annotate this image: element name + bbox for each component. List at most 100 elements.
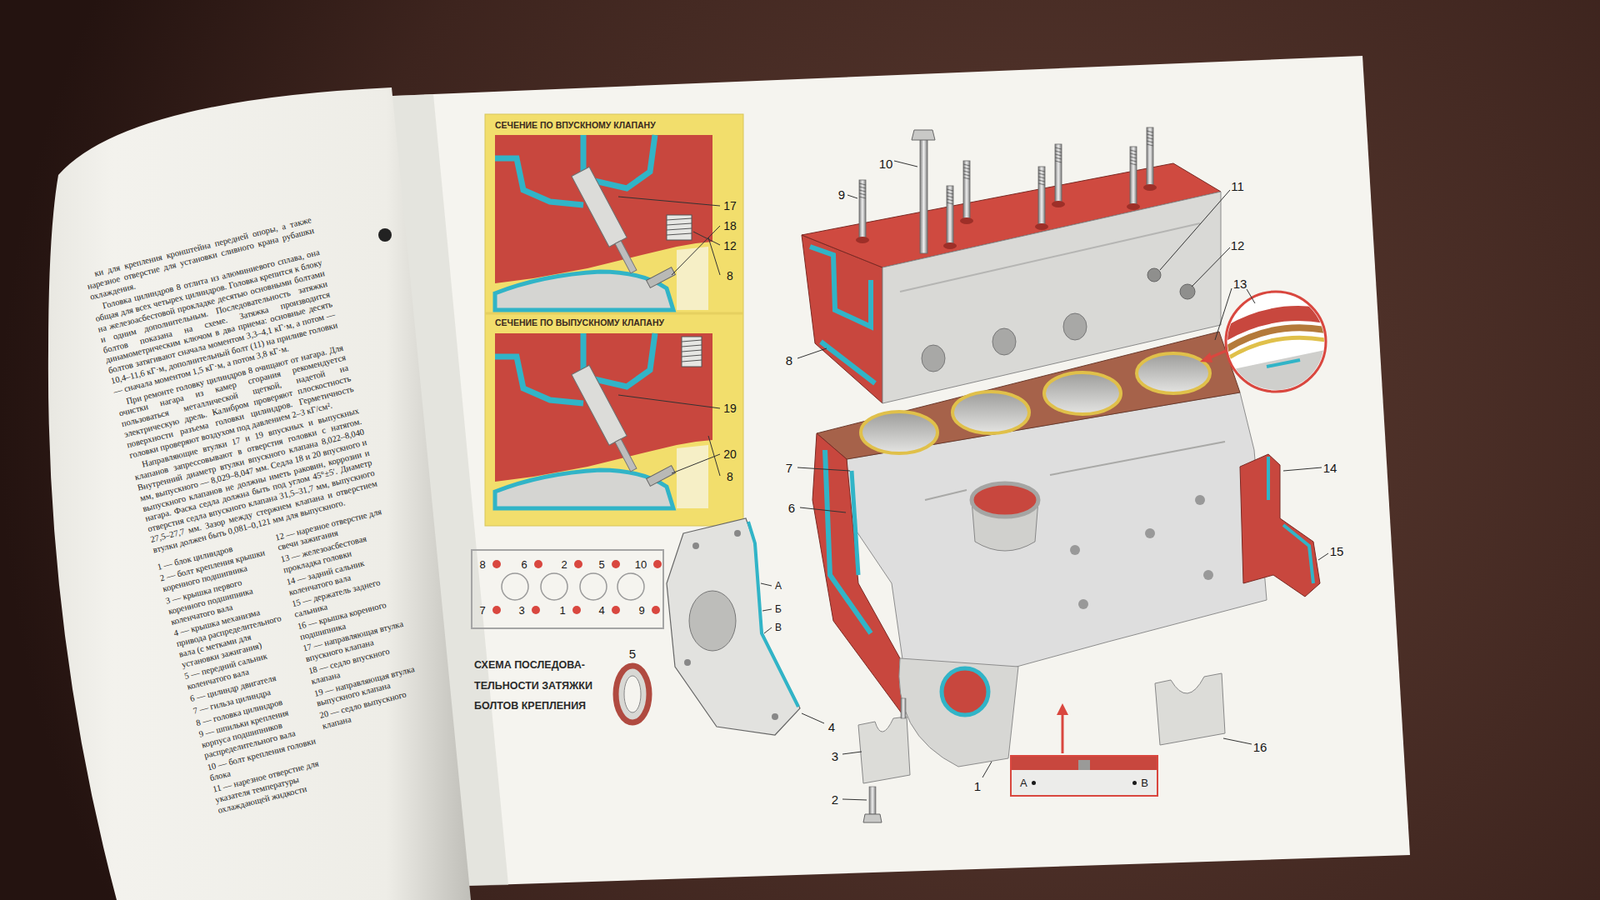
leader-lines <box>797 467 850 471</box>
exhaust-valve-section <box>571 365 643 475</box>
exhaust-valve-section <box>495 333 713 509</box>
tightening-scheme <box>471 550 664 629</box>
leader-lines <box>618 160 1329 800</box>
scheme-caption: СХЕМА ПОСЛЕДОВА- <box>474 660 585 671</box>
callout-number: 7 <box>785 461 793 475</box>
cylinder-head <box>882 191 1221 404</box>
main-bearing-cap <box>900 698 906 719</box>
sequence-number: 2 <box>560 559 567 570</box>
inset-letter: В <box>1140 777 1149 790</box>
exhaust-valve-section <box>646 465 676 487</box>
cylinder-head <box>1147 268 1161 282</box>
leader-lines <box>693 231 720 245</box>
cylinder-head <box>810 246 875 384</box>
callout-number: 2 <box>831 793 839 806</box>
inset-dot <box>1031 780 1036 785</box>
gasket-detail <box>1266 360 1300 367</box>
leader-lines <box>1283 467 1322 471</box>
cylinder-block <box>1044 372 1121 415</box>
leader-lines <box>1215 288 1232 340</box>
leader-lines <box>671 225 720 275</box>
callout-number: 11 <box>1230 180 1245 193</box>
leader-lines <box>982 761 992 778</box>
inset-arrow <box>1061 713 1065 754</box>
cylinder-block <box>812 433 905 717</box>
section-inset-panel <box>485 114 744 526</box>
callout-number: 17 <box>723 200 737 212</box>
section-panel: СЕЧЕНИЕ ПО ВПУСКНОМУ КЛАПАНУ <box>490 117 720 311</box>
leader-lines <box>764 627 772 634</box>
gasket-detail <box>1225 348 1334 392</box>
leader-lines <box>1223 738 1252 745</box>
cylinder-block <box>1136 353 1210 394</box>
timing-cover <box>689 590 736 651</box>
tightening-scheme <box>471 550 664 629</box>
leader-lines <box>801 713 825 724</box>
binder-hole <box>378 228 392 242</box>
sequence-number: 4 <box>598 605 605 616</box>
leader-lines <box>671 454 720 474</box>
timing-cover <box>692 542 700 550</box>
cap-bolt <box>863 814 882 823</box>
callout-number: 15 <box>1330 545 1345 558</box>
cylinder-head <box>1063 313 1087 340</box>
cap-bolt <box>869 786 876 815</box>
main-bearing-cap <box>1155 673 1225 745</box>
tightening-scheme <box>534 560 543 569</box>
inset-letter: А <box>1020 777 1028 790</box>
callout-number: 4 <box>828 720 835 734</box>
exhaust-valve-section <box>615 439 637 472</box>
inset-cap-tab <box>1078 760 1090 770</box>
leader-lines <box>1246 289 1255 304</box>
sequence-number: 10 <box>635 559 647 570</box>
cylinder-head <box>1180 284 1195 300</box>
intake-valve-section <box>571 166 627 247</box>
cap-bolt <box>863 786 882 823</box>
gasket-detail <box>1225 305 1334 392</box>
scheme-caption: ТЕЛЬНОСТИ ЗАТЯЖКИ <box>474 680 593 692</box>
timing-cover <box>684 659 691 666</box>
cylinder-block <box>971 483 1039 517</box>
tightening-scheme <box>501 573 529 600</box>
section-panel: СЕЧЕНИЕ ПО ВЫПУСКНОМУ КЛАПАНУ <box>490 315 720 522</box>
tightening-scheme <box>611 605 620 615</box>
front-oil-seal <box>624 675 641 713</box>
cylinder-block <box>899 658 1019 767</box>
exhaust-valve-section <box>681 336 702 367</box>
main-bearing-cap <box>858 716 910 784</box>
callout-number: 8 <box>726 470 734 483</box>
intake-valve-section <box>666 218 692 235</box>
panel-divider <box>485 312 744 315</box>
studs <box>1126 146 1140 210</box>
sequence-number: 9 <box>638 605 645 616</box>
timing-cover <box>771 713 779 720</box>
rear-seal-holder <box>1266 456 1270 500</box>
leader-lines <box>1318 553 1329 560</box>
tightening-scheme <box>492 605 501 615</box>
leader-lines <box>760 583 772 586</box>
callout-number: 6 <box>788 501 795 515</box>
callout-number: 19 <box>723 402 737 415</box>
tightening-scheme <box>653 560 662 569</box>
callout-number: 12 <box>723 240 737 252</box>
callout-number: 3 <box>831 750 839 763</box>
callout-number: 13 <box>1233 277 1248 290</box>
sequence-number: 3 <box>518 605 525 616</box>
tightening-scheme <box>611 560 620 569</box>
leader-lines <box>800 507 846 513</box>
callout-number: 9 <box>838 188 845 201</box>
leader-lines <box>847 195 858 199</box>
timing-cover <box>666 518 800 735</box>
main-bearing-cap <box>858 698 910 784</box>
leader-lines <box>762 609 772 611</box>
intake-valve-section <box>495 135 655 205</box>
gasket-detail <box>1200 352 1213 363</box>
intake-valve-section <box>615 240 637 274</box>
exhaust-valve-section <box>495 470 674 509</box>
studs <box>943 185 957 250</box>
studs <box>855 127 1157 250</box>
gasket-detail <box>1225 305 1334 342</box>
gasket-detail <box>1200 291 1334 392</box>
